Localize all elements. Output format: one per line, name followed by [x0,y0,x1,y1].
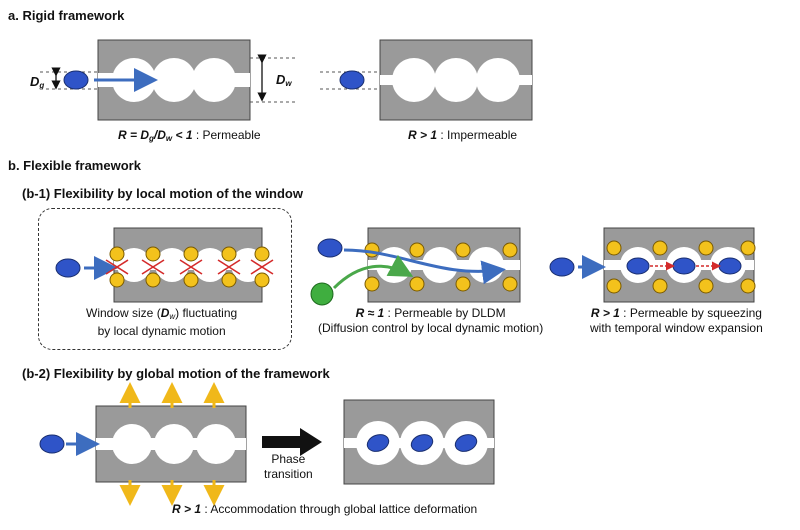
dldm-framework [367,227,521,303]
dg-label: Dg [30,74,45,90]
guest-molecule-b2 [39,434,65,454]
guest-molecule-blocked [339,70,365,90]
guest-molecule-b1 [55,258,81,278]
caption-permeable: R = Dg/Dw < 1 : Permeable [118,128,261,143]
phase-transition-arrow [262,428,322,456]
guest-molecule-b2-green [310,282,334,306]
blue-path-arrow [343,248,506,285]
b2-title: (b-2) Flexibility by global motion of th… [22,366,330,381]
accommodated-guests [366,434,478,452]
lattice-expansion-arrows [119,382,225,506]
rigid-framework-impermeable [379,39,533,121]
dw-label: Dw [276,72,292,88]
b1-dashed-panel [38,208,292,350]
guest-molecule-b3 [549,257,575,277]
flexible-window-framework [113,227,265,303]
guest-molecule [63,70,89,90]
fluctuation-arrows-b1 [105,259,274,275]
global-framework-before [95,405,247,483]
squeezed-guests [626,257,742,275]
caption-impermeable: R > 1 : Impermeable [408,128,518,142]
window-nodes-b1 [109,246,270,288]
section-a-title: a. Rigid framework [8,8,125,23]
section-b-title: b. Flexible framework [8,158,141,173]
green-path-arrow [332,254,414,290]
b1-caption-2: R ≈ 1 : Permeable by DLDM (Diffusion con… [318,306,544,335]
b1-caption-3: R > 1 : Permeable by squeezing with temp… [590,306,763,335]
guest-molecule-b2-blue [317,238,343,258]
b1-title: (b-1) Flexibility by local motion of the… [22,186,303,201]
b1-caption-1: Window size (Dw) fluctuating by local dy… [86,306,238,338]
window-nodes-b3 [606,240,756,294]
